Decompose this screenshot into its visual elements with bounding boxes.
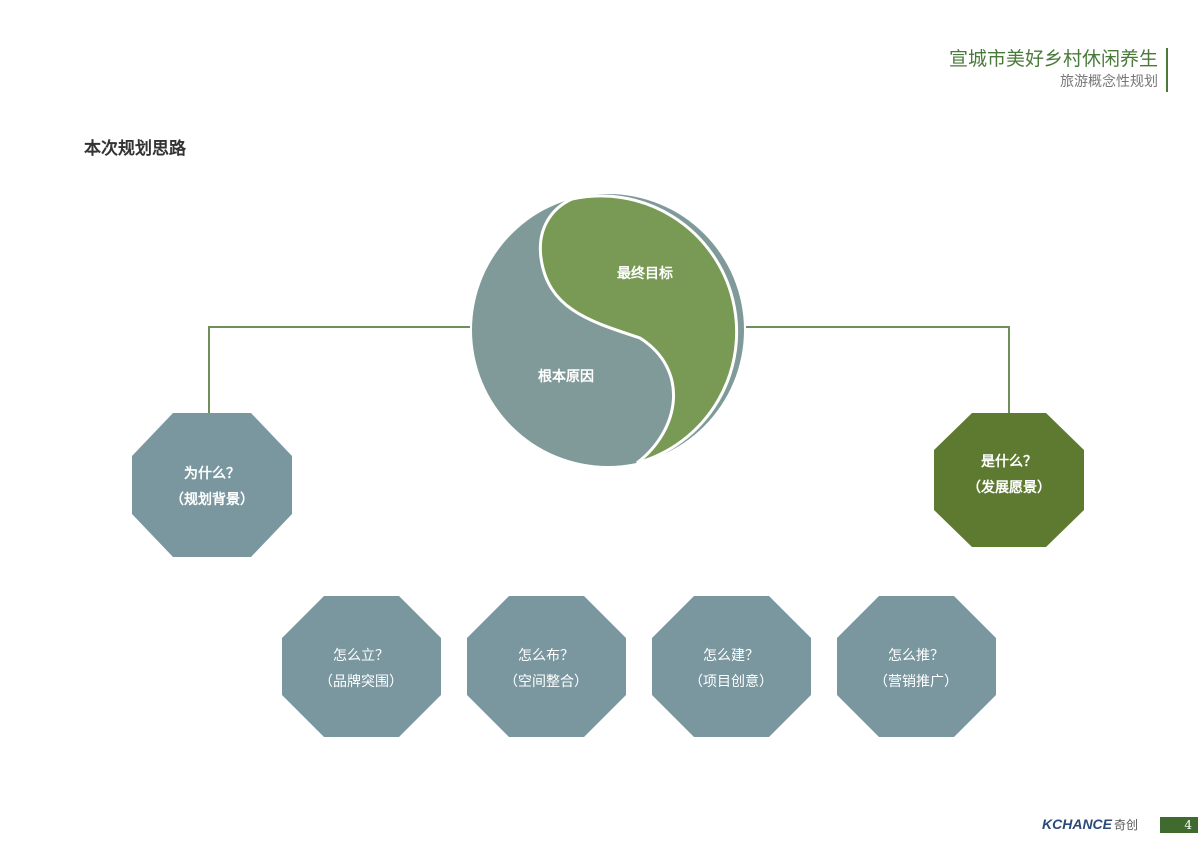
- yin-yang-symbol: [472, 194, 744, 466]
- node-bottom-3: 怎么建？ （项目创意）: [651, 645, 811, 693]
- section-title: 本次规划思路: [84, 139, 186, 159]
- node-bottom-question: 怎么推？: [888, 648, 944, 664]
- octagon-bottom-4: [837, 596, 996, 737]
- header-block: 宣城市美好乡村休闲养生 旅游概念性规划: [949, 46, 1158, 92]
- yin-yang-green-half: [538, 194, 739, 465]
- connector-right: [746, 326, 1010, 413]
- node-bottom-detail: （空间整合）: [504, 674, 588, 690]
- yin-yang-bottom-label: 根本原因: [538, 369, 594, 385]
- node-bottom-detail: （营销推广）: [874, 674, 958, 690]
- node-bottom-detail: （品牌突围）: [319, 674, 403, 690]
- octagon-bottom-1: [282, 596, 441, 737]
- logo-text: KCHANCE: [1042, 816, 1112, 832]
- header-subtitle: 旅游概念性规划: [1060, 74, 1158, 90]
- octagon-right: [934, 413, 1084, 547]
- node-bottom-1: 怎么立？ （品牌突围）: [281, 645, 441, 693]
- octagon-bottom-3: [652, 596, 811, 737]
- node-bottom-question: 怎么布？: [518, 648, 574, 664]
- connector-left: [208, 326, 470, 413]
- node-bottom-2: 怎么布？ （空间整合）: [466, 645, 626, 693]
- node-right-detail: （发展愿景）: [967, 480, 1051, 496]
- node-left-detail: （规划背景）: [170, 492, 254, 508]
- logo-text-cn: 奇创: [1114, 818, 1139, 832]
- header-accent-bar: [1166, 48, 1168, 92]
- header-title: 宣城市美好乡村休闲养生: [948, 48, 1158, 70]
- node-bottom-question: 怎么建？: [703, 648, 759, 664]
- node-right-question: 是什么？: [981, 454, 1037, 470]
- yin-yang-top-label: 最终目标: [617, 266, 673, 282]
- node-bottom-4: 怎么推？ （营销推广）: [836, 645, 996, 693]
- octagon-bottom-2: [467, 596, 626, 737]
- node-right: 是什么？ （发展愿景）: [929, 451, 1089, 499]
- node-bottom-detail: （项目创意）: [689, 674, 773, 690]
- page-number: 4: [1160, 817, 1198, 833]
- node-left: 为什么？ （规划背景）: [132, 463, 292, 511]
- octagon-left: [132, 413, 292, 557]
- node-bottom-question: 怎么立？: [333, 648, 389, 664]
- node-left-question: 为什么？: [184, 466, 240, 482]
